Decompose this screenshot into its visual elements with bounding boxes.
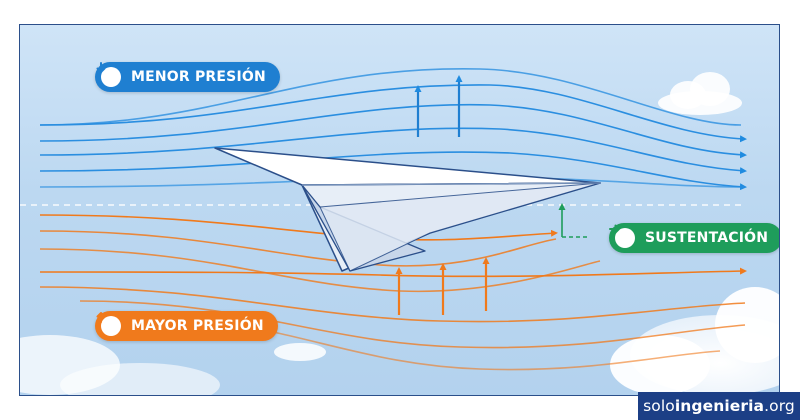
watermark-bold: ingenieria (674, 397, 765, 415)
upper-streamline (39, 68, 742, 126)
lift-text: SUSTENTACIÓN (645, 230, 769, 246)
upper-streamline (39, 127, 747, 175)
high-pressure-label: MAYOR PRESIÓN (95, 311, 278, 341)
lower-streamline (39, 267, 747, 278)
watermark-suffix: .org (764, 397, 795, 415)
lower-streamline (39, 248, 601, 293)
lower-streamline (39, 286, 746, 323)
plane-center-crease (301, 182, 601, 186)
high-pressure-arrows (395, 257, 490, 315)
upper-streamline (39, 151, 747, 191)
upper-streamline (39, 103, 747, 159)
watermark-prefix: solo (643, 397, 675, 415)
arrow-right-icon (609, 224, 635, 248)
low-pressure-text: MENOR PRESIÓN (131, 69, 266, 85)
diagram-frame: MENOR PRESIÓN MAYOR PRESIÓN SUSTENTACIÓN (19, 24, 780, 396)
paper-plane (214, 147, 601, 272)
cloud-bottom-left (20, 335, 326, 395)
upper-streamline (39, 84, 747, 143)
low-pressure-label: MENOR PRESIÓN (95, 62, 280, 92)
airflow-diagram (20, 68, 779, 395)
arrow-down-icon (96, 62, 121, 87)
lower-streamline (79, 300, 746, 349)
plane-lower-fold (319, 182, 601, 272)
cloud-bottom-right (610, 287, 779, 395)
lower-streamline (39, 230, 557, 267)
cloud-top-right (658, 72, 742, 115)
lift-label: SUSTENTACIÓN (609, 223, 779, 253)
lift-connector (558, 203, 590, 238)
high-pressure-text: MAYOR PRESIÓN (131, 318, 264, 334)
arrow-up-icon (96, 312, 121, 336)
low-pressure-arrows (414, 75, 463, 137)
